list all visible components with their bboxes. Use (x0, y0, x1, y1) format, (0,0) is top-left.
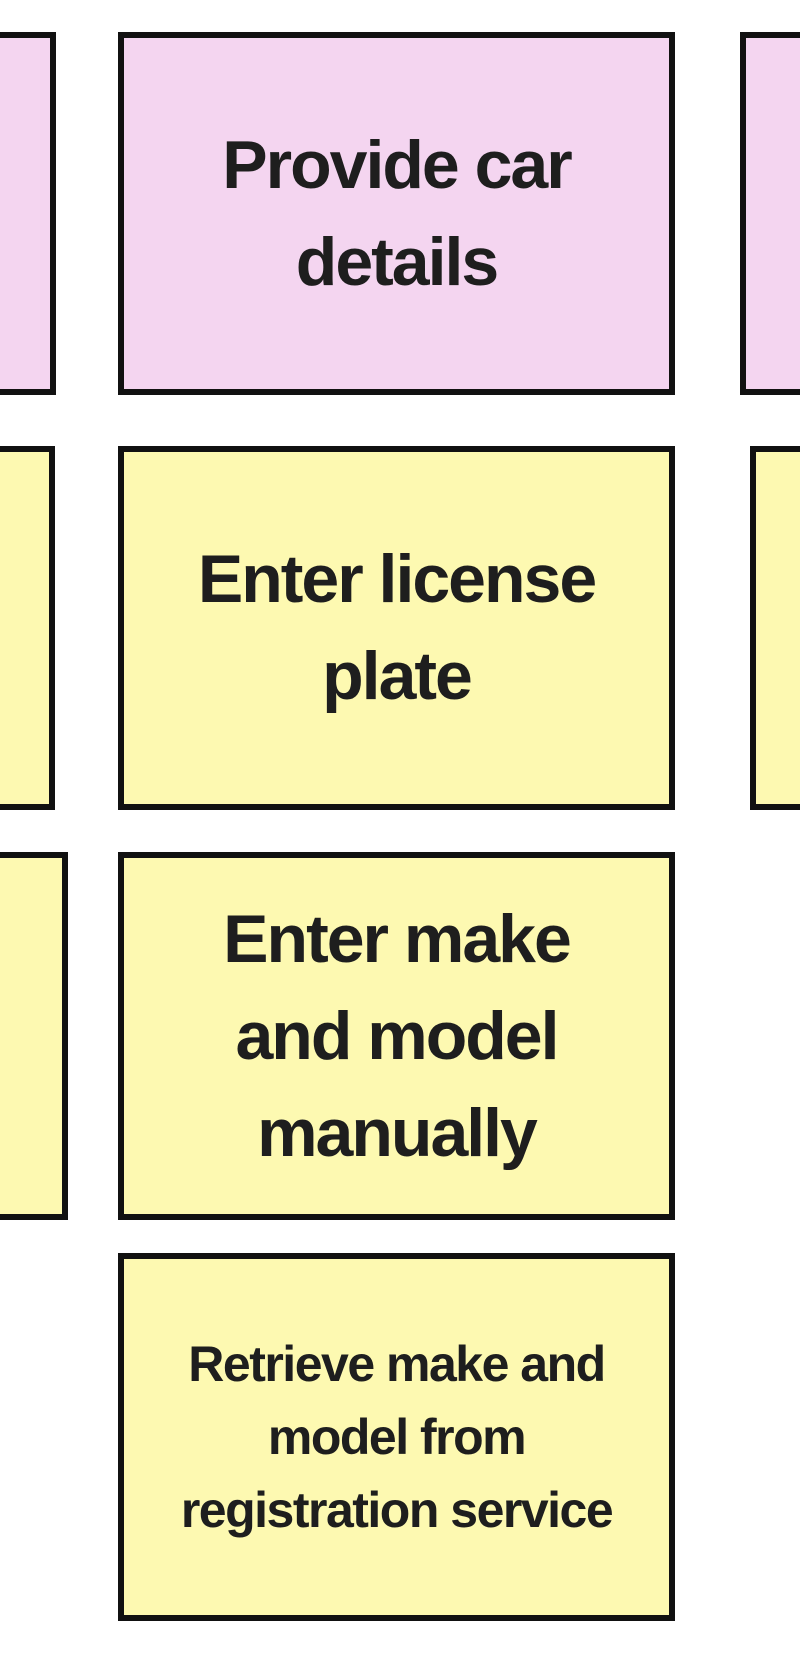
card-partial-left-row3[interactable] (0, 852, 68, 1220)
card-enter-license-plate[interactable]: Enter license plate (118, 446, 675, 810)
card-retrieve-make-and-model-from-registration-service[interactable]: Retrieve make and model from registratio… (118, 1253, 675, 1621)
card-provide-car-details[interactable]: Provide car details (118, 32, 675, 395)
card-partial-right-row1[interactable] (740, 32, 800, 395)
card-partial-right-row2[interactable] (750, 446, 800, 810)
card-partial-left-row1[interactable] (0, 32, 56, 395)
card-partial-left-row2[interactable] (0, 446, 55, 810)
card-enter-make-and-model-manually[interactable]: Enter make and model manually (118, 852, 675, 1220)
card-label: Enter make and model manually (223, 900, 572, 1171)
card-label: Retrieve make and model from registratio… (180, 1335, 614, 1538)
card-label: Provide car details (222, 126, 572, 300)
card-label: Enter license plate (197, 541, 597, 714)
